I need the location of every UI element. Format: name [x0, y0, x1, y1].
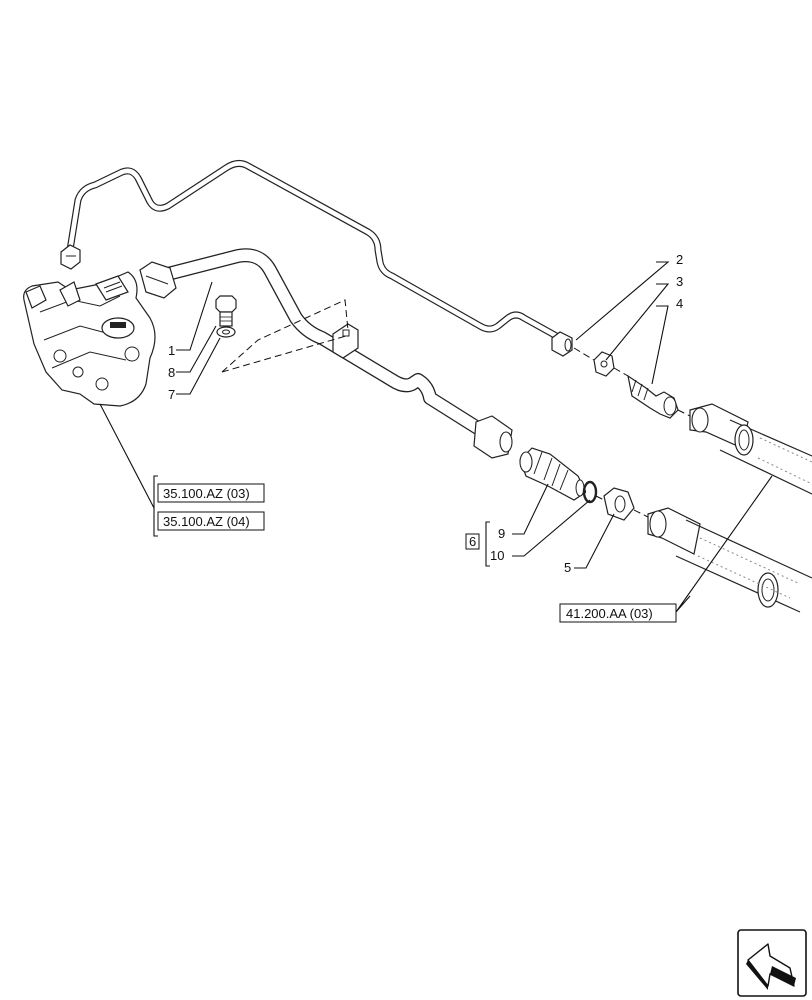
valve-ref-2[interactable]: 35.100.AZ (04) — [163, 514, 250, 529]
callout-9: 9 — [498, 526, 505, 541]
callout-3: 3 — [676, 274, 683, 289]
bolt-alignment-line — [221, 299, 349, 373]
hose-ref-box[interactable] — [559, 603, 677, 623]
item-10-o-ring — [582, 480, 598, 504]
next-page-arrow-icon[interactable] — [737, 929, 807, 997]
item-4-adapter — [627, 374, 679, 419]
valve-ref-1[interactable]: 35.100.AZ (03) — [163, 486, 250, 501]
item-2-nut — [551, 331, 573, 357]
upper-hose — [689, 403, 812, 495]
callout-6-box — [465, 533, 480, 550]
callout-10: 10 — [490, 548, 504, 563]
callout-5: 5 — [564, 560, 571, 575]
callout-1: 1 — [168, 343, 175, 358]
bolt-and-washer — [215, 295, 237, 338]
thin-pipe — [60, 159, 564, 342]
callout-7: 7 — [168, 387, 175, 402]
item-5-large-nut — [603, 487, 635, 521]
leader-lines — [99, 261, 773, 613]
callout-6: 6 — [469, 534, 476, 549]
callout-2: 2 — [676, 252, 683, 267]
item-9-coupler — [519, 447, 587, 501]
callout-numbers: 1 8 7 2 3 4 9 10 5 6 — [168, 252, 683, 575]
callout-4: 4 — [676, 296, 683, 311]
control-valve — [23, 271, 156, 407]
lower-hose — [647, 507, 812, 613]
reference-labels: 35.100.AZ (03) 35.100.AZ (04) 41.200.AA … — [157, 483, 677, 623]
valve-ref-1-box[interactable] — [157, 483, 265, 503]
main-pipe — [139, 248, 513, 459]
item-3-hex-nut — [593, 351, 615, 377]
valve-ref-2-box[interactable] — [157, 511, 265, 531]
hose-ref[interactable]: 41.200.AA (03) — [566, 606, 653, 621]
callout-8: 8 — [168, 365, 175, 380]
